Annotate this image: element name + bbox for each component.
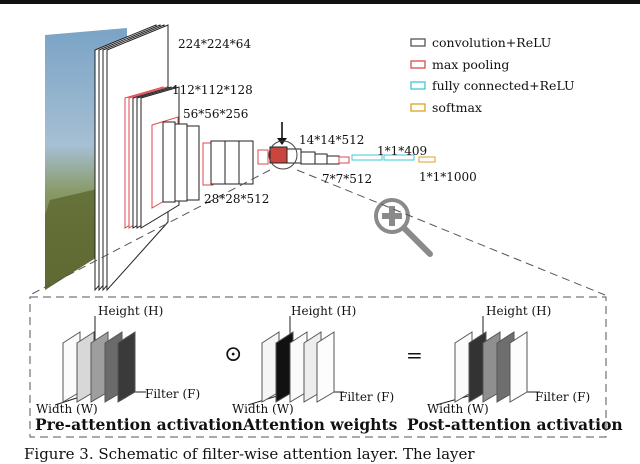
post-caption: Post-attention activation (407, 415, 623, 434)
projection-lines (29, 169, 606, 296)
top-border (0, 0, 640, 4)
dim-28: 28*28*512 (204, 192, 269, 206)
dim-14: 14*14*512 (299, 133, 364, 147)
weights-filter-label: Filter (F) (339, 390, 394, 404)
svg-text:fully connected+ReLU: fully connected+ReLU (432, 78, 575, 93)
legend-item-fc: fully connected+ReLU (410, 78, 575, 93)
fc-layers (351, 154, 436, 163)
pre-filter-label: Filter (F) (145, 387, 200, 401)
magnifier-icon (374, 198, 433, 257)
dim-7: 7*7*512 (322, 172, 372, 186)
dim-112: 112*112*128 (172, 83, 253, 97)
post-attention-panel: Height (H) Filter (F) Width (W) Post-att… (407, 304, 623, 434)
post-filter-label: Filter (F) (535, 390, 590, 404)
pre-width-label: Width (W) (36, 402, 98, 416)
equals-operator: = (406, 343, 423, 367)
dim-1000: 1*1*1000 (419, 170, 477, 184)
pre-caption: Pre-attention activation (35, 415, 243, 434)
legend-item-conv: convolution+ReLU (410, 35, 551, 50)
pre-attention-panel: Height (H) Filter (F) Width (W) Pre-atte… (35, 304, 243, 434)
legend-item-pool: max pooling (410, 57, 509, 72)
dim-409: 1*1*409 (377, 144, 427, 158)
conv-block-28 (202, 140, 254, 186)
pre-height-label: Height (H) (98, 304, 163, 318)
svg-text:softmax: softmax (432, 100, 482, 115)
svg-text:max pooling: max pooling (432, 57, 509, 72)
weights-caption: Attention weights (242, 415, 398, 434)
hadamard-operator: ⊙ (224, 342, 242, 367)
post-height-label: Height (H) (486, 304, 551, 318)
attention-weights-panel: Height (H) Filter (F) Width (W) Attentio… (232, 304, 398, 434)
conv-block-14 (257, 146, 350, 165)
attention-panel-frame (29, 296, 607, 438)
legend: convolution+ReLU max pooling fully conne… (410, 35, 575, 115)
post-width-label: Width (W) (427, 402, 489, 416)
conv-block-56 (151, 116, 200, 209)
weights-height-label: Height (H) (291, 304, 356, 318)
zoom-circle (268, 140, 298, 170)
dim-224: 224*224*64 (178, 37, 251, 51)
figure-caption: Figure 3. Schematic of filter-wise atten… (24, 445, 475, 463)
legend-item-softmax: softmax (410, 100, 482, 115)
svg-text:convolution+ReLU: convolution+ReLU (432, 35, 551, 50)
weights-width-label: Width (W) (232, 402, 294, 416)
dim-56: 56*56*256 (183, 107, 248, 121)
